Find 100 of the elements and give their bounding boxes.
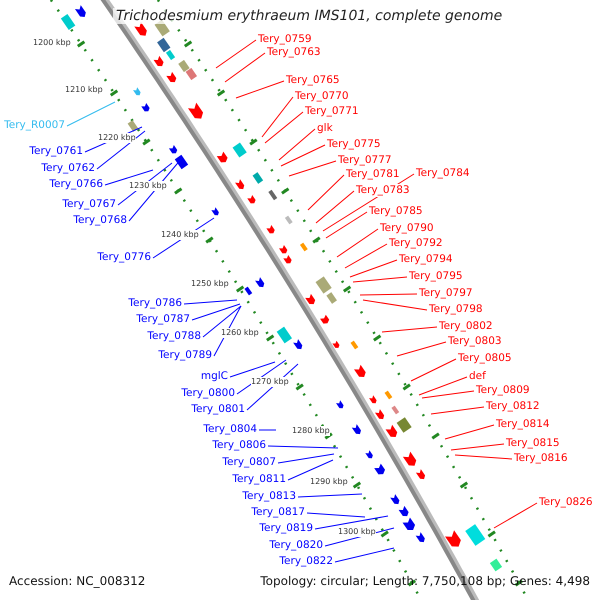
gene-label: Tery_0817 <box>251 506 305 519</box>
leader-line <box>264 112 304 144</box>
gene-label: Tery_0813 <box>242 490 296 503</box>
leader-line <box>334 548 394 562</box>
gene-label: Tery_0762 <box>41 162 95 175</box>
gene-label: Tery_0767 <box>62 198 116 211</box>
leader-line <box>104 170 154 186</box>
leader-line <box>192 304 240 320</box>
gene-label: Tery_0766 <box>49 178 103 191</box>
gene-label: Tery_0781 <box>346 168 400 181</box>
leader-line <box>96 130 146 170</box>
leader-line <box>494 502 538 528</box>
leader-line <box>280 144 326 166</box>
gene-label: Tery_0812 <box>486 400 540 413</box>
leader-line <box>352 276 408 282</box>
leader-line <box>422 390 474 398</box>
leader-line <box>288 460 334 480</box>
leader-line <box>362 300 428 310</box>
scale-label: 1230 kbp <box>129 181 167 191</box>
gene-label: Tery_0763 <box>267 46 321 59</box>
leader-line <box>316 190 354 224</box>
leader-line <box>216 40 256 68</box>
genome-stats-note: Topology: circular; Length: 7,750,108 bp; Genes: 4,498 <box>260 574 590 588</box>
gene-label: Tery_0815 <box>506 437 560 450</box>
gene-label: Tery_0777 <box>338 154 392 167</box>
leader-line <box>236 80 284 98</box>
scale-label: 1250 kbp <box>191 279 229 289</box>
leader-line <box>418 376 468 396</box>
leader-line <box>230 362 276 378</box>
leader-line <box>306 512 366 518</box>
leader-line <box>66 102 116 126</box>
gene-label: Tery_0820 <box>269 539 323 552</box>
gene-label: Tery_0822 <box>279 555 333 568</box>
leader-line <box>344 244 388 268</box>
gene-label: Tery_0776 <box>97 251 151 264</box>
scale-label: 1200 kbp <box>33 38 71 48</box>
leader-line <box>278 454 334 464</box>
scale-label: 1270 kbp <box>251 377 289 387</box>
gene-label: Tery_0785 <box>369 205 423 218</box>
gene-label: Tery_0789 <box>158 349 212 362</box>
gene-label: glk <box>317 122 333 135</box>
gene-label: Tery_0768 <box>73 214 127 227</box>
gene-label: Tery_0811 <box>232 473 286 486</box>
leader-line <box>224 52 266 82</box>
leader-line <box>450 444 504 450</box>
leader-line <box>268 446 338 448</box>
gene-label: Tery_0800 <box>181 387 235 400</box>
scale-label: 1260 kbp <box>221 328 259 338</box>
gene-label: Tery_0819 <box>259 522 313 535</box>
gene-label: Tery_0809 <box>476 384 530 397</box>
leader-line <box>350 260 398 278</box>
gene-label: Tery_0792 <box>389 237 443 250</box>
leader-line <box>444 424 494 440</box>
gene-label: Tery_0803 <box>448 335 502 348</box>
gene-label: Tery_0770 <box>295 90 349 103</box>
leader-line <box>326 212 368 238</box>
gene-label: Tery_0790 <box>380 222 434 235</box>
leader-line <box>454 454 512 460</box>
gene-label: Tery_0794 <box>399 253 453 266</box>
gene-label: Tery_R0007 <box>4 119 65 132</box>
gene-label: Tery_0775 <box>327 138 381 151</box>
leader-line <box>262 96 294 138</box>
leader-line <box>288 160 336 176</box>
gene-label: Tery_0814 <box>496 418 550 431</box>
gene-label: Tery_0765 <box>286 74 340 87</box>
gene-label: Tery_0816 <box>514 452 568 465</box>
gene-label: Tery_0761 <box>29 145 83 158</box>
leader-line <box>430 406 484 414</box>
gene-label: Tery_0784 <box>416 167 470 180</box>
leader-line <box>202 306 242 338</box>
gene-label: Tery_0801 <box>191 403 245 416</box>
scale-label: 1300 kbp <box>338 527 376 537</box>
leader-line <box>298 494 362 498</box>
gene-label: Tery_0807 <box>222 456 276 469</box>
gene-label: Tery_0797 <box>419 287 473 300</box>
gene-label: Tery_0805 <box>458 352 512 365</box>
scale-label: 1240 kbp <box>161 230 199 240</box>
gene-label: Tery_0759 <box>258 33 312 46</box>
leader-line <box>360 294 418 296</box>
gene-label: mglC <box>200 370 228 383</box>
leader-line <box>410 358 456 382</box>
accession-note: Accession: NC_008312 <box>9 574 146 588</box>
leader-line <box>336 228 378 258</box>
scale-label: 1210 kbp <box>65 85 103 95</box>
gene-label: Tery_0826 <box>539 496 593 509</box>
scale-label: 1280 kbp <box>292 426 330 436</box>
scale-label: 1220 kbp <box>98 133 136 143</box>
leader-line <box>184 300 238 304</box>
gene-label: Tery_0802 <box>439 320 493 333</box>
gene-label: Tery_0806 <box>212 439 266 452</box>
leader-line <box>382 326 438 332</box>
scale-label: 1290 kbp <box>310 477 348 487</box>
gene-label: Tery_0795 <box>409 270 463 283</box>
gene-label: Tery_0804 <box>203 423 257 436</box>
gene-label: Tery_0786 <box>128 297 182 310</box>
gene-label: Tery_0787 <box>136 313 190 326</box>
leader-line <box>314 516 388 530</box>
gene-label: Tery_0783 <box>356 184 410 197</box>
leader-line <box>278 128 316 160</box>
leader-line <box>308 174 344 210</box>
